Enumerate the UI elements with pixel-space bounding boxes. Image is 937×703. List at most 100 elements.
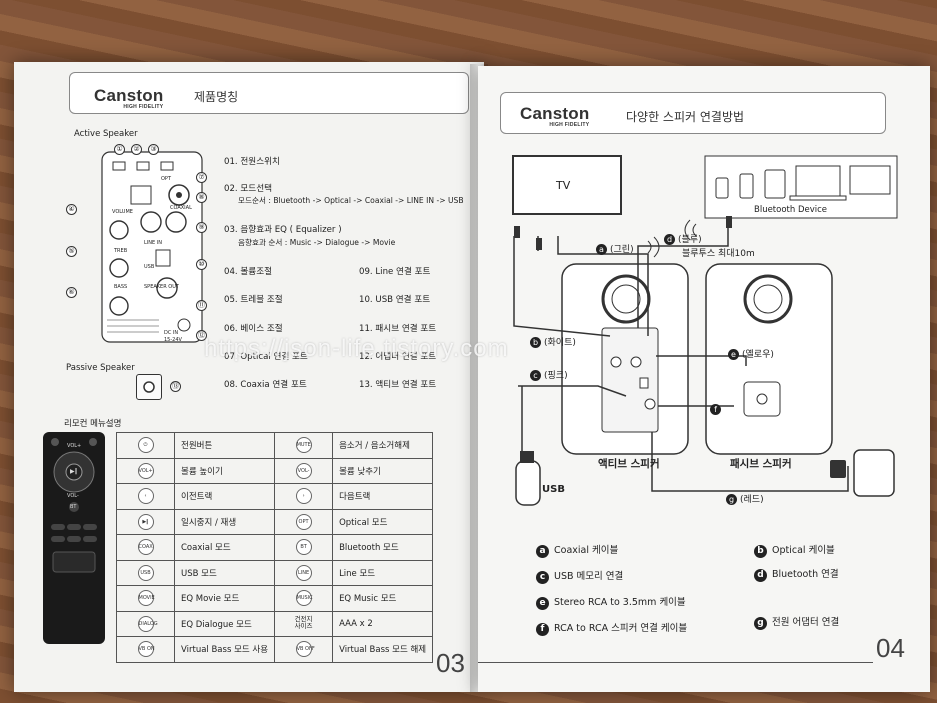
callout-13: ⑬ <box>170 381 181 392</box>
remote-function-table: ⏻전원버튼MUTE음소거 / 음소거해제VOL+볼륨 높이기VOL-볼륨 낮추기… <box>116 432 433 663</box>
remote-table-row: ‹ 이전트랙 › 다음트랙 <box>117 484 433 510</box>
legend-item-c: cUSB 메모리 연결 <box>536 568 623 584</box>
remote-button-icon: DIALOG <box>138 616 154 632</box>
remote-function-label: Optical 모드 <box>339 518 387 528</box>
callout-7: ⑦ <box>196 172 207 183</box>
passive-speaker-label: Passive Speaker <box>66 363 135 373</box>
remote-function-label: EQ Music 모드 <box>339 594 396 604</box>
remote-function-label-cell: EQ Music 모드 <box>333 586 433 612</box>
callout-11: ⑪ <box>196 300 207 311</box>
panel-label-opt: OPT <box>161 176 171 182</box>
part-item-03-sub: 음향효과 순서 : Music -> Dialogue -> Movie <box>238 238 395 248</box>
remote-button-icon-cell: › <box>275 484 333 510</box>
callout-6: ⑥ <box>66 287 77 298</box>
remote-function-label: AAA x 2 <box>339 619 373 629</box>
remote-function-label-cell: Bluetooth 모드 <box>333 535 433 561</box>
part-item-08: 08. Coaxia 연결 포트 <box>224 380 307 391</box>
remote-function-label: Virtual Bass 모드 사용 <box>181 645 268 655</box>
remote-button-icon-cell: BT <box>275 535 333 561</box>
brand-logo: CanstonHIGH FIDELITY <box>94 86 163 110</box>
remote-function-label-cell: EQ Movie 모드 <box>175 586 275 612</box>
remote-button-icon: BT <box>296 539 312 555</box>
remote-function-label: 이전트랙 <box>181 492 212 502</box>
remote-button-icon: ‹ <box>138 488 154 504</box>
remote-function-label: Line 모드 <box>339 569 375 579</box>
remote-function-label: EQ Dialogue 모드 <box>181 620 252 630</box>
cable-tag-e: e(옐로우) <box>728 347 774 360</box>
bluetooth-device-label: Bluetooth Device <box>754 205 827 215</box>
callout-8: ⑧ <box>196 192 207 203</box>
usb-label: USB <box>542 484 565 495</box>
remote-button-icon: › <box>296 488 312 504</box>
remote-table-row: ⏻ 전원버튼 MUTE 음소거 / 음소거해제 <box>117 433 433 459</box>
remote-table-row: VB ONVirtual Bass 모드 사용VB OFFVirtual Bas… <box>117 637 433 663</box>
remote-table-row: VOL+볼륨 높이기VOL-볼륨 낮추기 <box>117 458 433 484</box>
panel-label-usb: USB <box>144 264 154 270</box>
part-item-06: 06. 베이스 조절 <box>224 324 283 335</box>
footer-rule <box>478 662 873 663</box>
remote-function-label: 음소거 / 음소거해제 <box>339 441 410 451</box>
remote-function-label-cell: Line 모드 <box>333 560 433 586</box>
remote-button-icon: COAX <box>138 539 154 555</box>
part-item-13: 13. 액티브 연결 포트 <box>359 380 436 391</box>
callout-2: ② <box>131 144 142 155</box>
callout-10: ⑩ <box>196 259 207 270</box>
cable-tag-d: d(블루) <box>664 232 702 245</box>
passive-speaker-label: 패시브 스피커 <box>730 456 792 471</box>
remote-button-icon-cell: LINE <box>275 560 333 586</box>
remote-function-label-cell: AAA x 2 <box>333 611 433 637</box>
panel-label-speaker-out: SPEAKER OUT <box>144 284 179 290</box>
panel-label-dc-voltage: 15-24V <box>164 337 182 343</box>
callout-1: ① <box>114 144 125 155</box>
remote-function-label-cell: EQ Dialogue 모드 <box>175 611 275 637</box>
remote-button-icon: ⏻ <box>138 437 154 453</box>
remote-function-label-cell: 다음트랙 <box>333 484 433 510</box>
callout-9: ⑨ <box>196 222 207 233</box>
remote-table-row: DIALOGEQ Dialogue 모드건전지 사이즈AAA x 2 <box>117 611 433 637</box>
remote-function-label: 전원버튼 <box>181 441 212 451</box>
remote-function-label: 일시중지 / 재생 <box>181 518 236 528</box>
remote-play-key: ▶‖ <box>70 468 78 475</box>
remote-button-icon: VOL- <box>296 463 312 479</box>
remote-button-icon-cell: MUTE <box>275 433 333 459</box>
cable-tag-c: c(핑크) <box>530 368 568 381</box>
callout-5: ⑤ <box>66 246 77 257</box>
part-item-01: 01. 전원스위치 <box>224 157 280 168</box>
remote-button-icon: ▶‖ <box>138 514 154 530</box>
remote-table-row: ▶‖일시중지 / 재생OPTOptical 모드 <box>117 509 433 535</box>
part-item-09: 09. Line 연결 포트 <box>359 267 430 278</box>
remote-function-label-cell: 볼륨 낮추기 <box>333 458 433 484</box>
remote-button-icon: VB OFF <box>296 641 312 657</box>
panel-label-treble: TREB <box>114 248 127 254</box>
page-number: 03 <box>436 648 465 679</box>
part-item-11: 11. 패시브 연결 포트 <box>359 324 436 335</box>
part-item-05: 05. 트레블 조절 <box>224 295 283 306</box>
remote-button-icon-cell: MOVIE <box>117 586 175 612</box>
remote-vol-down-key: VOL- <box>67 493 79 499</box>
part-item-03: 03. 음향효과 EQ ( Equalizer ) <box>224 225 342 236</box>
remote-function-label-cell: 전원버튼 <box>175 433 275 459</box>
remote-function-label-cell: Virtual Bass 모드 해제 <box>333 637 433 663</box>
remote-button-icon-cell: ▶‖ <box>117 509 175 535</box>
remote-button-icon-cell: USB <box>117 560 175 586</box>
part-item-04: 04. 볼륨조절 <box>224 267 272 278</box>
remote-function-label-cell: USB 모드 <box>175 560 275 586</box>
page-number: 04 <box>876 633 905 664</box>
remote-section-label: 리모컨 메뉴설명 <box>64 417 121 429</box>
active-speaker-label: 액티브 스피커 <box>598 456 660 471</box>
remote-bt-key: BT <box>70 504 76 510</box>
part-item-10: 10. USB 연결 포트 <box>359 295 430 306</box>
remote-button-icon-cell: VB OFF <box>275 637 333 663</box>
remote-control-illustration: VOL+ VOL- ▶‖ BT <box>43 432 105 644</box>
callout-3: ③ <box>148 144 159 155</box>
remote-function-label: Bluetooth 모드 <box>339 543 399 553</box>
remote-function-label: 다음트랙 <box>339 492 370 502</box>
remote-function-label-cell: 일시중지 / 재생 <box>175 509 275 535</box>
cable-tag-f: f <box>710 404 724 415</box>
legend-item-a: aCoaxial 케이블 <box>536 542 618 558</box>
part-item-02-sub: 모드순서 : Bluetooth -> Optical -> Coaxial -… <box>238 196 464 206</box>
